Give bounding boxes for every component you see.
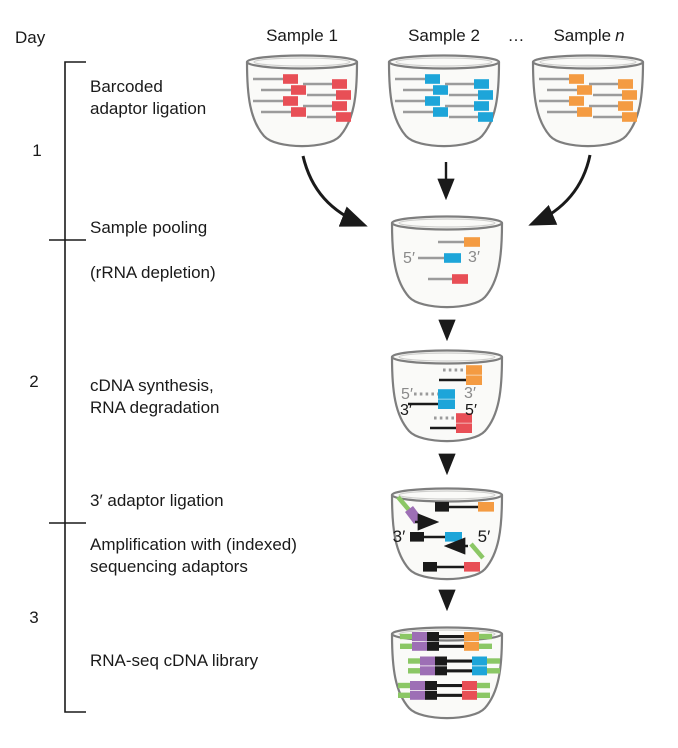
sample-ellipsis: … (507, 26, 525, 45)
pooling-arrows (301, 154, 592, 227)
day-bracket (49, 61, 86, 713)
index-adaptor-purple (405, 506, 422, 524)
day-column-header: Day (15, 28, 46, 47)
sample-n-prefix: Sample (553, 26, 612, 45)
arrow-pool-right (528, 154, 592, 226)
library-molecule-orange (400, 632, 492, 651)
step-barcoded-adaptor-ligation: Barcoded adaptor ligation (90, 77, 207, 118)
cdna-5prime-right: 5′ (465, 402, 477, 419)
sequencing-adaptor-green-2 (469, 542, 485, 560)
step-rna-seq-library: RNA-seq cDNA library (90, 651, 259, 670)
ligation-3prime-label: 3′ (393, 527, 406, 546)
sample-1-label: Sample 1 (266, 26, 338, 45)
arrow-pool-left (301, 155, 368, 227)
sample-n-variable: n (615, 26, 625, 45)
cdna-rna-5prime-left: 5′ (401, 386, 413, 403)
day-1: 1 (32, 141, 42, 160)
day-3: 3 (29, 608, 39, 627)
cdna-3prime-left: 3′ (400, 402, 412, 419)
cdna-rna-3prime-right: 3′ (464, 385, 476, 402)
step-3prime-adaptor-ligation: 3′ adaptor ligation (90, 491, 224, 510)
step-sample-pooling: Sample pooling (90, 218, 208, 237)
day-2: 2 (29, 372, 39, 391)
amplification-molecules (396, 495, 494, 572)
pooled-molecules (418, 237, 480, 284)
library-molecule-red (398, 681, 490, 700)
sequencing-adaptor-green (396, 495, 411, 512)
step-amplification: Amplification with (indexed) sequencing … (90, 535, 297, 576)
ligation-5prime-label: 5′ (478, 527, 491, 546)
sample-2-label: Sample 2 (408, 26, 480, 45)
library-molecules (398, 632, 500, 700)
library-molecule-blue (408, 656, 500, 676)
pool-3prime-label: 3′ (468, 249, 480, 266)
cdna-molecules (408, 365, 482, 433)
pool-5prime-label: 5′ (403, 250, 415, 267)
step-cdna-synthesis: cDNA synthesis, RNA degradation (90, 376, 220, 417)
step-rrna-depletion: (rRNA depletion) (90, 263, 216, 282)
